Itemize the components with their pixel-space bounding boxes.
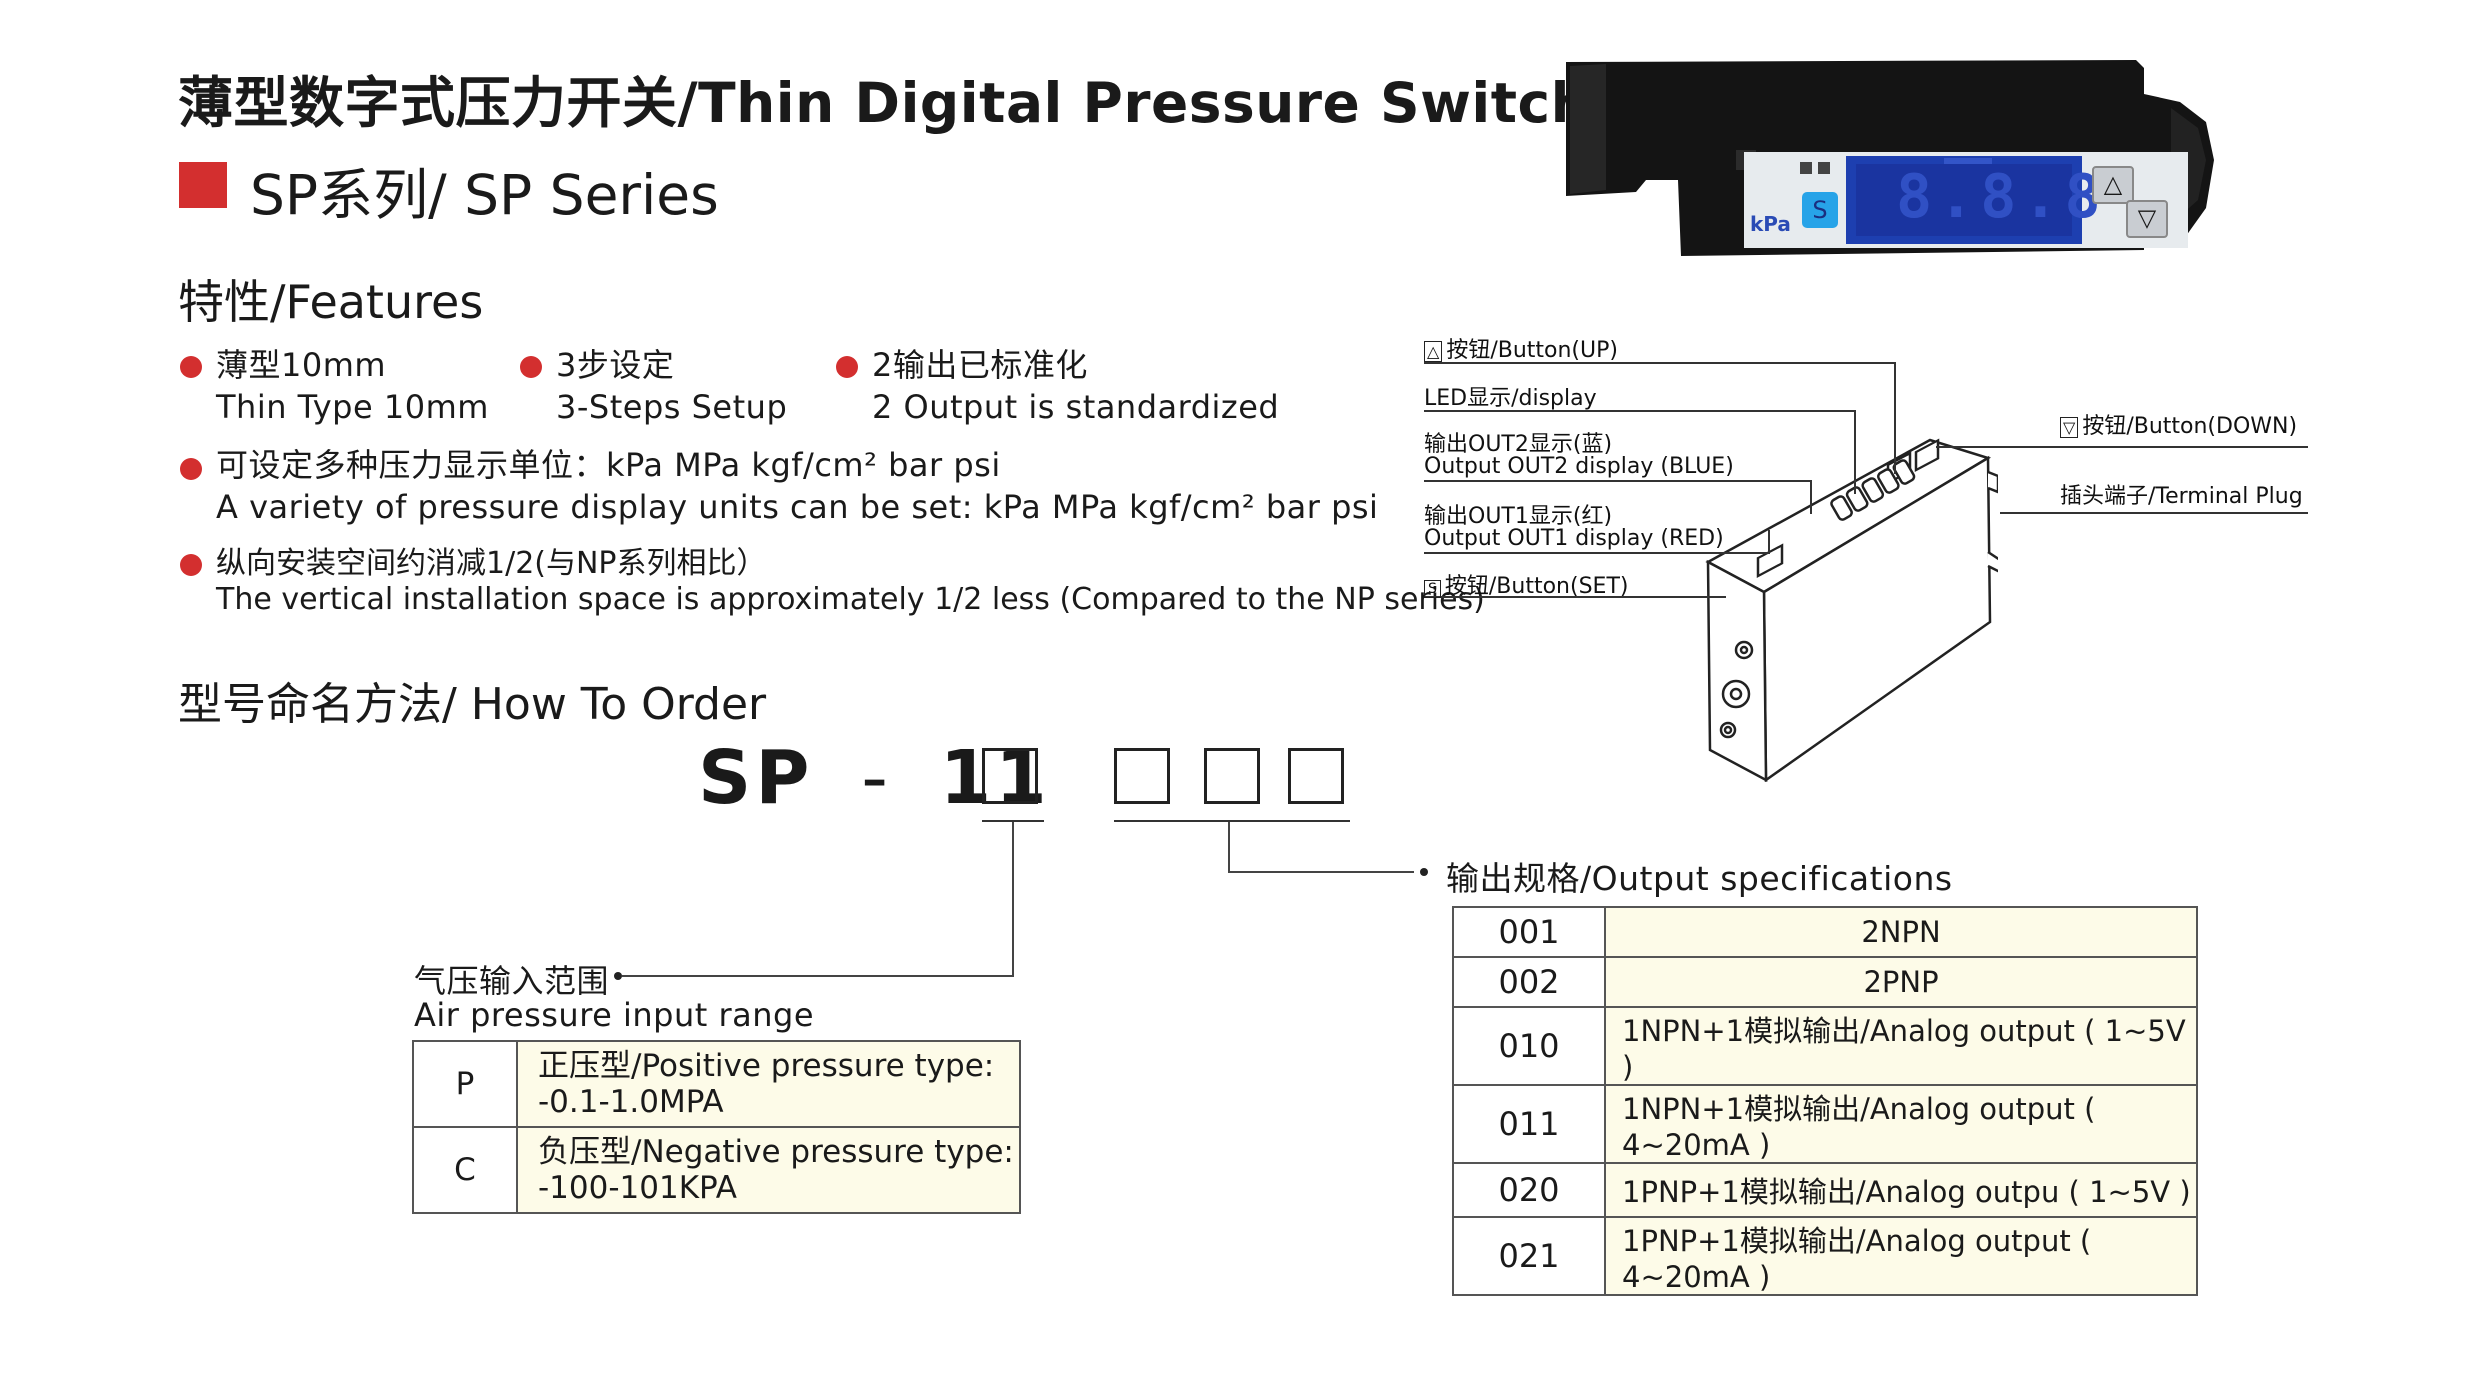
label-led-display: LED显示/display [1424,386,1597,411]
leader-line [2000,512,2308,514]
unit-label: kPa [1750,212,1791,236]
label-out2-cn: 输出OUT2显示(蓝) [1424,432,1613,457]
leader-line [1936,446,2308,448]
features-heading: 特性/Features [178,275,484,329]
code-box-output-2 [1204,748,1260,804]
page-title: 薄型数字式压力开关/Thin Digital Pressure Switch [178,71,1591,135]
underline [1114,820,1350,822]
digital-readout: 8.8.8 [1896,162,2107,232]
pressure-code: C [412,1126,518,1214]
leader-line [1854,410,1856,494]
connector-line [1228,871,1414,873]
label-out1-en: Output OUT1 display (RED) [1424,526,1724,551]
bullet-dot [180,458,202,480]
output-desc: 2PNP [1604,956,2198,1008]
connector-line [1228,822,1230,872]
output-desc: 1NPN+1模拟输出/Analog output ( 1~5V ) [1604,1006,2198,1086]
leader-line [1424,362,1896,364]
label-button-up: △按钮/Button(UP) [1424,332,1618,364]
output-code: 020 [1452,1162,1606,1218]
leader-line [1810,480,1812,514]
pressure-code: P [412,1040,518,1128]
model-dash: - [861,735,892,821]
label-terminal-plug: 插头端子/Terminal Plug [2060,484,2303,509]
leader-line [1894,362,1896,474]
output-code: 021 [1452,1216,1606,1296]
connector-dot [614,972,622,980]
table-row: P 正压型/Positive pressure type:-0.1-1.0MPA [412,1040,1021,1128]
bullet-dot [180,356,202,378]
leader-line [1424,480,1812,482]
up-key-icon: △ [2092,166,2134,204]
leader-line [1768,530,1770,554]
output-desc: 1NPN+1模拟输出/Analog output ( 4~20mA ) [1604,1084,2198,1164]
output-code: 011 [1452,1084,1606,1164]
set-button-icon: S [1424,580,1441,598]
led-indicator [1818,162,1830,174]
connector-line [622,975,1014,977]
series-title: SP系列/ SP Series [250,163,719,227]
air-pressure-label-en: Air pressure input range [414,996,815,1034]
bullet-dot [520,356,542,378]
set-key-icon: S [1802,192,1838,228]
order-heading: 型号命名方法/ How To Order [178,679,767,730]
product-photo: kPa S 8.8.8 △ ▽ [1566,60,2218,256]
output-code: 002 [1452,956,1606,1008]
code-box-output-3 [1288,748,1344,804]
leader-line [1424,552,1770,554]
underline [982,820,1044,822]
output-code: 001 [1452,906,1606,958]
table-row: C 负压型/Negative pressure type:-100-101KPA [412,1126,1021,1214]
model-prefix: SP [698,735,814,821]
feature-5: 纵向安装空间约消减1/2(与NP系列相比）The vertical instal… [216,546,1485,617]
led-indicator [1800,162,1812,174]
air-pressure-table: P 正压型/Positive pressure type:-0.1-1.0MPA… [412,1040,1021,1214]
label-out2-en: Output OUT2 display (BLUE) [1424,454,1734,479]
output-desc: 2NPN [1604,906,2198,958]
down-key-icon: ▽ [2126,200,2168,238]
series-marker [179,162,227,208]
code-box-pressure [982,748,1038,804]
pressure-desc: 正压型/Positive pressure type:-0.1-1.0MPA [516,1040,1021,1128]
model-code: SP - 11 [698,735,1051,821]
leader-line [1424,596,1726,598]
output-spec-label: 输出规格/Output specifications [1446,859,1953,898]
output-desc: 1PNP+1模拟输出/Analog outpu ( 1~5V ) [1604,1162,2198,1218]
air-pressure-label-cn: 气压输入范围 [414,962,610,1000]
output-code: 010 [1452,1006,1606,1086]
connector-dot [1420,868,1428,876]
leader-line [1424,410,1856,412]
bullet-dot [180,554,202,576]
output-desc: 1PNP+1模拟输出/Analog output ( 4~20mA ) [1604,1216,2198,1296]
code-box-output-1 [1114,748,1170,804]
bullet-dot [836,356,858,378]
device-diagram [1698,432,2002,783]
pressure-desc: 负压型/Negative pressure type:-100-101KPA [516,1126,1021,1214]
label-button-down: ▽按钮/Button(DOWN) [2060,408,2297,440]
connector-line [1012,822,1014,976]
down-button-icon: ▽ [2060,417,2079,438]
up-button-icon: △ [1424,341,1443,362]
label-out1-cn: 输出OUT1显示(红) [1424,504,1613,529]
